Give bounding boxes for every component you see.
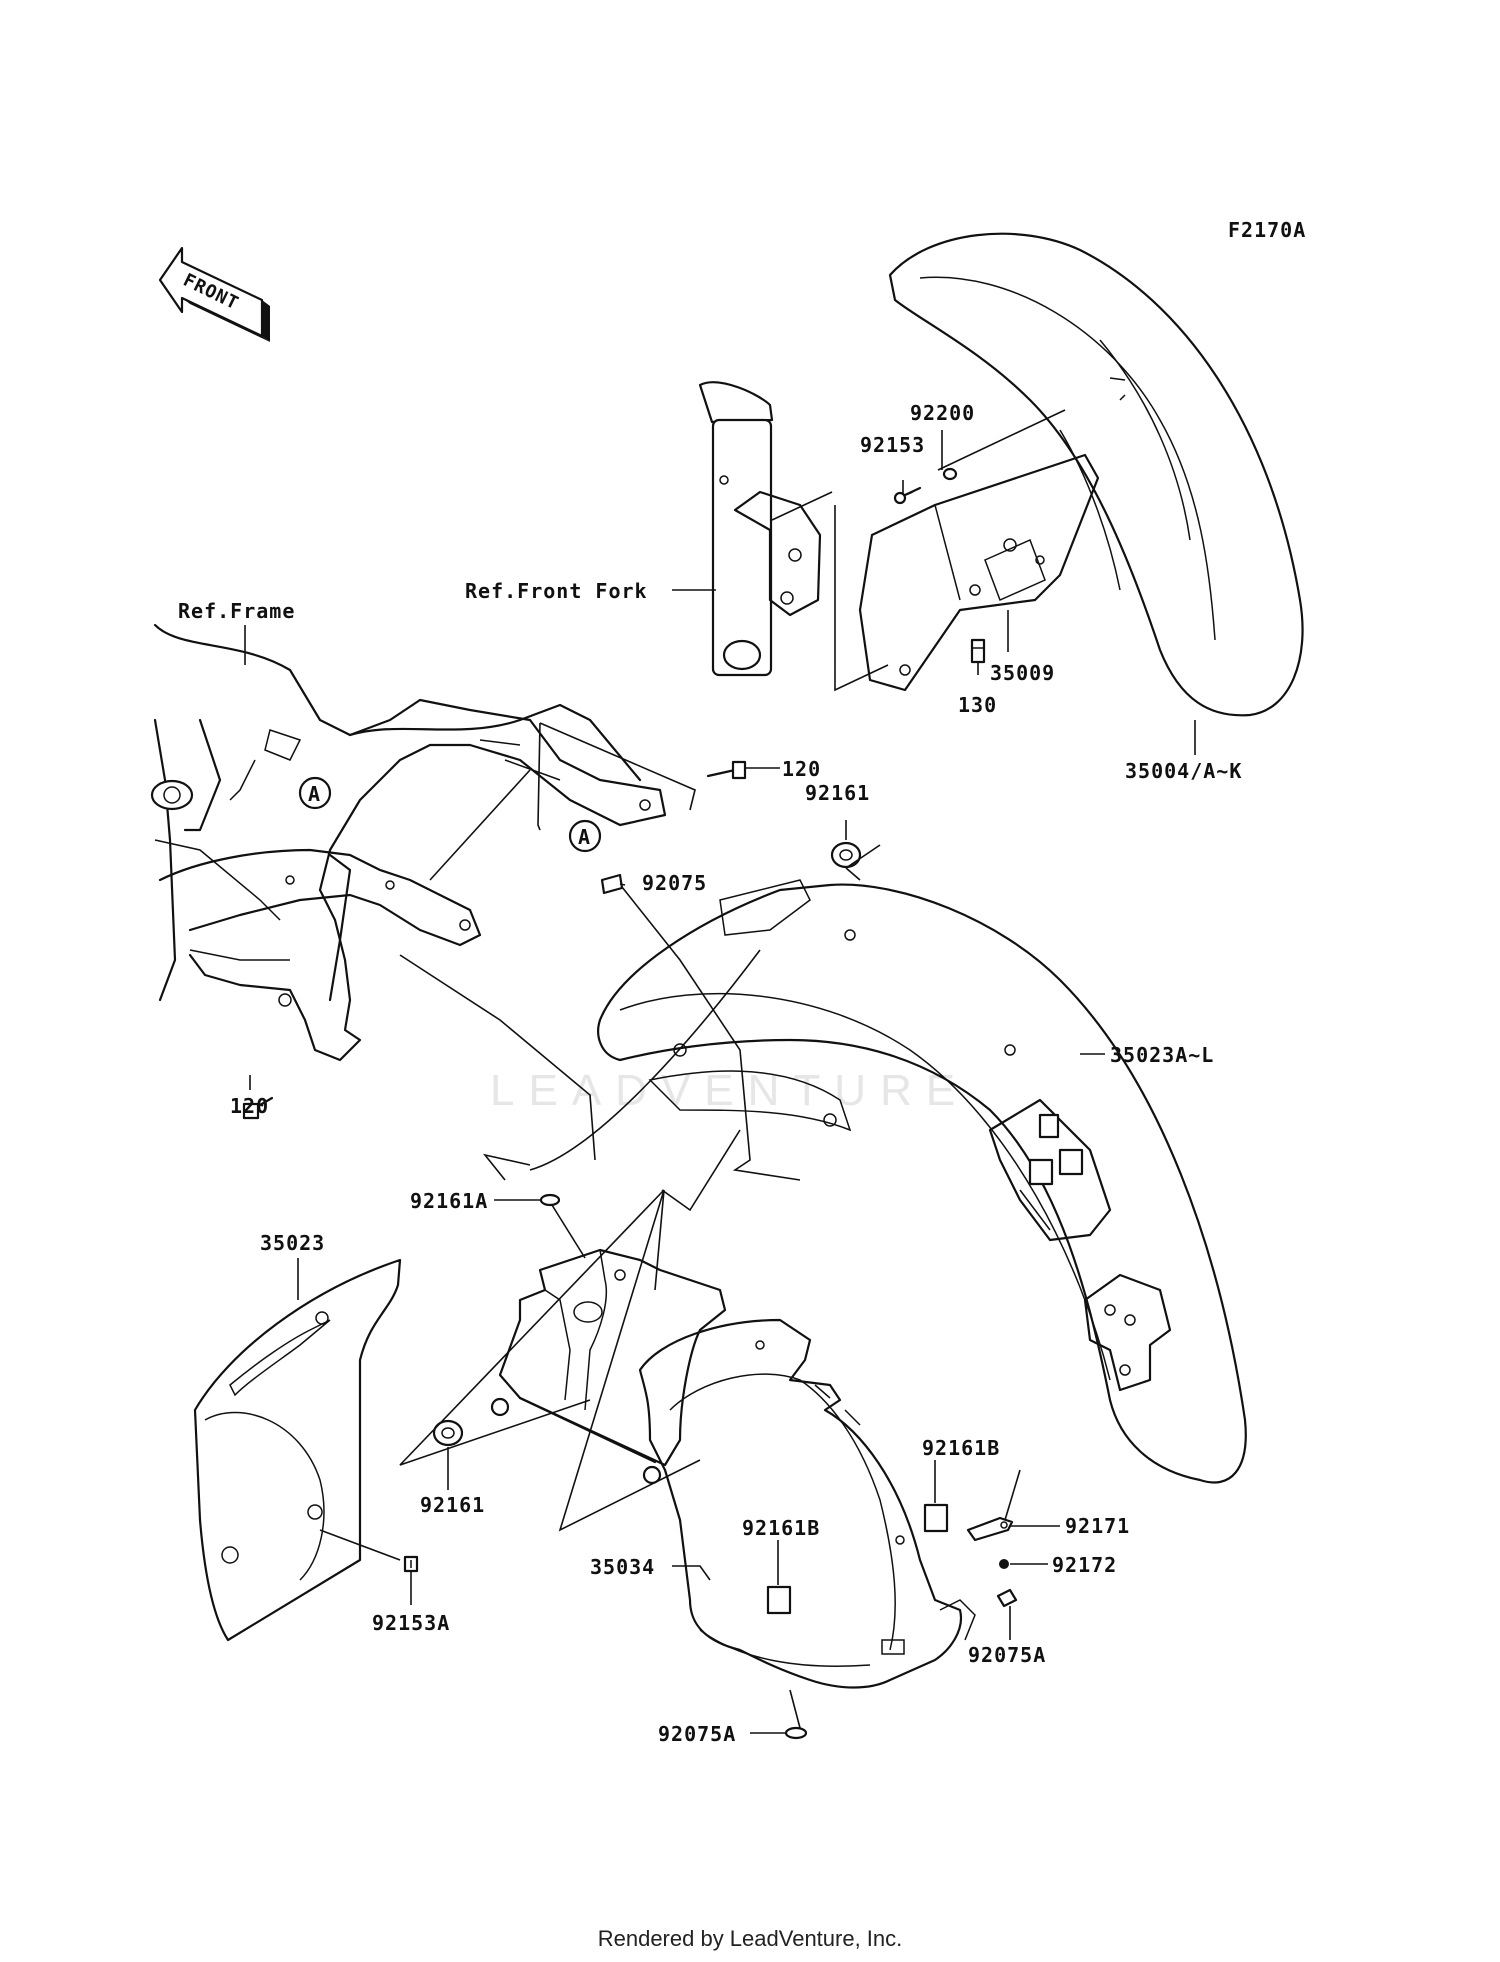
leader-lines — [244, 409, 1196, 1734]
part-92075A-right: 92075A — [968, 1643, 1046, 1667]
front-fork — [698, 381, 822, 677]
svg-text:A: A — [578, 825, 591, 849]
part-92161A: 92161A — [410, 1189, 488, 1213]
pad-92161B-right-icon — [923, 1503, 949, 1533]
svg-text:A: A — [308, 782, 321, 806]
grommet-92161-mid-icon — [432, 1419, 464, 1447]
cap-92161A-icon — [539, 1193, 561, 1207]
part-35004: 35004/A~K — [1125, 759, 1242, 783]
washer-92200-icon — [942, 467, 958, 481]
part-120-top: 120 — [782, 757, 821, 781]
part-92075A-bottom: 92075A — [658, 1722, 736, 1746]
bolt-120-top-icon — [706, 760, 747, 780]
part-120-bottom: 120 — [230, 1094, 269, 1118]
part-92161B-right: 92161B — [922, 1436, 1000, 1460]
strap-92171-icon — [966, 1516, 1014, 1542]
clip-92075A-bottom-icon — [784, 1726, 808, 1740]
callout-A-fender: A — [568, 819, 602, 853]
bolt-92172-icon — [999, 1559, 1009, 1569]
bolt-92153-icon — [893, 486, 922, 505]
part-35034: 35034 — [590, 1555, 655, 1579]
footer-credit: Rendered by LeadVenture, Inc. — [597, 1926, 903, 1951]
clip-92075-icon — [600, 873, 624, 895]
bolt-92153A-icon — [403, 1555, 419, 1573]
part-92161B-left: 92161B — [742, 1516, 820, 1540]
bolt-120-bottom-icon — [242, 1096, 274, 1120]
ref-front-fork-label: Ref.Front Fork — [465, 579, 648, 603]
pad-92161B-left-icon — [766, 1585, 792, 1615]
ref-frame-label: Ref.Frame — [178, 599, 295, 623]
part-92172: 92172 — [1052, 1553, 1117, 1577]
part-35023: 35023 — [260, 1231, 325, 1255]
part-92161-top: 92161 — [805, 781, 870, 805]
part-92171: 92171 — [1065, 1514, 1130, 1538]
rear-fender — [597, 879, 1247, 1484]
front-fender-bracket — [858, 453, 1100, 692]
inner-fender-left — [193, 1258, 402, 1642]
front-arrow-icon: FRONT — [158, 246, 270, 342]
part-92153: 92153 — [860, 433, 925, 457]
part-130: 130 — [958, 693, 997, 717]
clip-92075A-right-icon — [996, 1588, 1018, 1608]
diagram-code: F2170A — [1228, 218, 1306, 242]
rear-fender-bracket — [490, 1248, 976, 1689]
part-92161-mid: 92161 — [420, 1493, 485, 1517]
part-92200: 92200 — [910, 401, 975, 425]
part-92075: 92075 — [642, 871, 707, 895]
part-92153A: 92153A — [372, 1611, 450, 1635]
frame-structure — [150, 623, 667, 1062]
part-35009: 35009 — [990, 661, 1055, 685]
front-fender — [888, 232, 1304, 717]
callout-A-frame: A — [298, 776, 332, 810]
watermark: LEADVENTURE — [490, 1066, 969, 1115]
part-35023A: 35023A~L — [1110, 1043, 1214, 1067]
grommet-92161-top-icon — [830, 841, 862, 869]
bolt-130-icon — [970, 638, 986, 664]
